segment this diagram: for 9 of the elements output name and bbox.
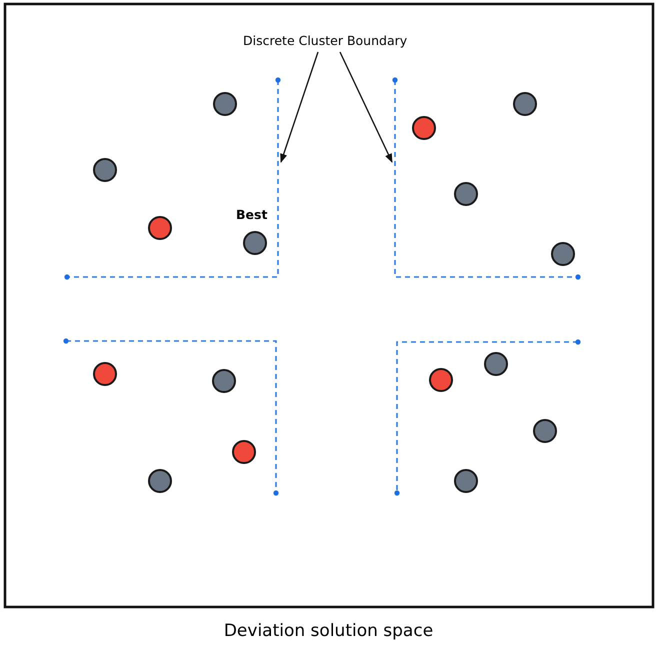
cluster-boundary-line xyxy=(392,77,581,280)
leader-arrow xyxy=(339,52,393,163)
point-label: Best xyxy=(236,207,268,222)
cluster-boundary-line xyxy=(63,338,279,496)
cluster-boundary-line xyxy=(394,339,581,496)
cluster-boundary-line xyxy=(64,77,281,280)
callout-label: Discrete Cluster Boundary xyxy=(243,33,408,48)
caption: Deviation solution space xyxy=(222,621,434,641)
leader-arrow xyxy=(280,52,319,163)
